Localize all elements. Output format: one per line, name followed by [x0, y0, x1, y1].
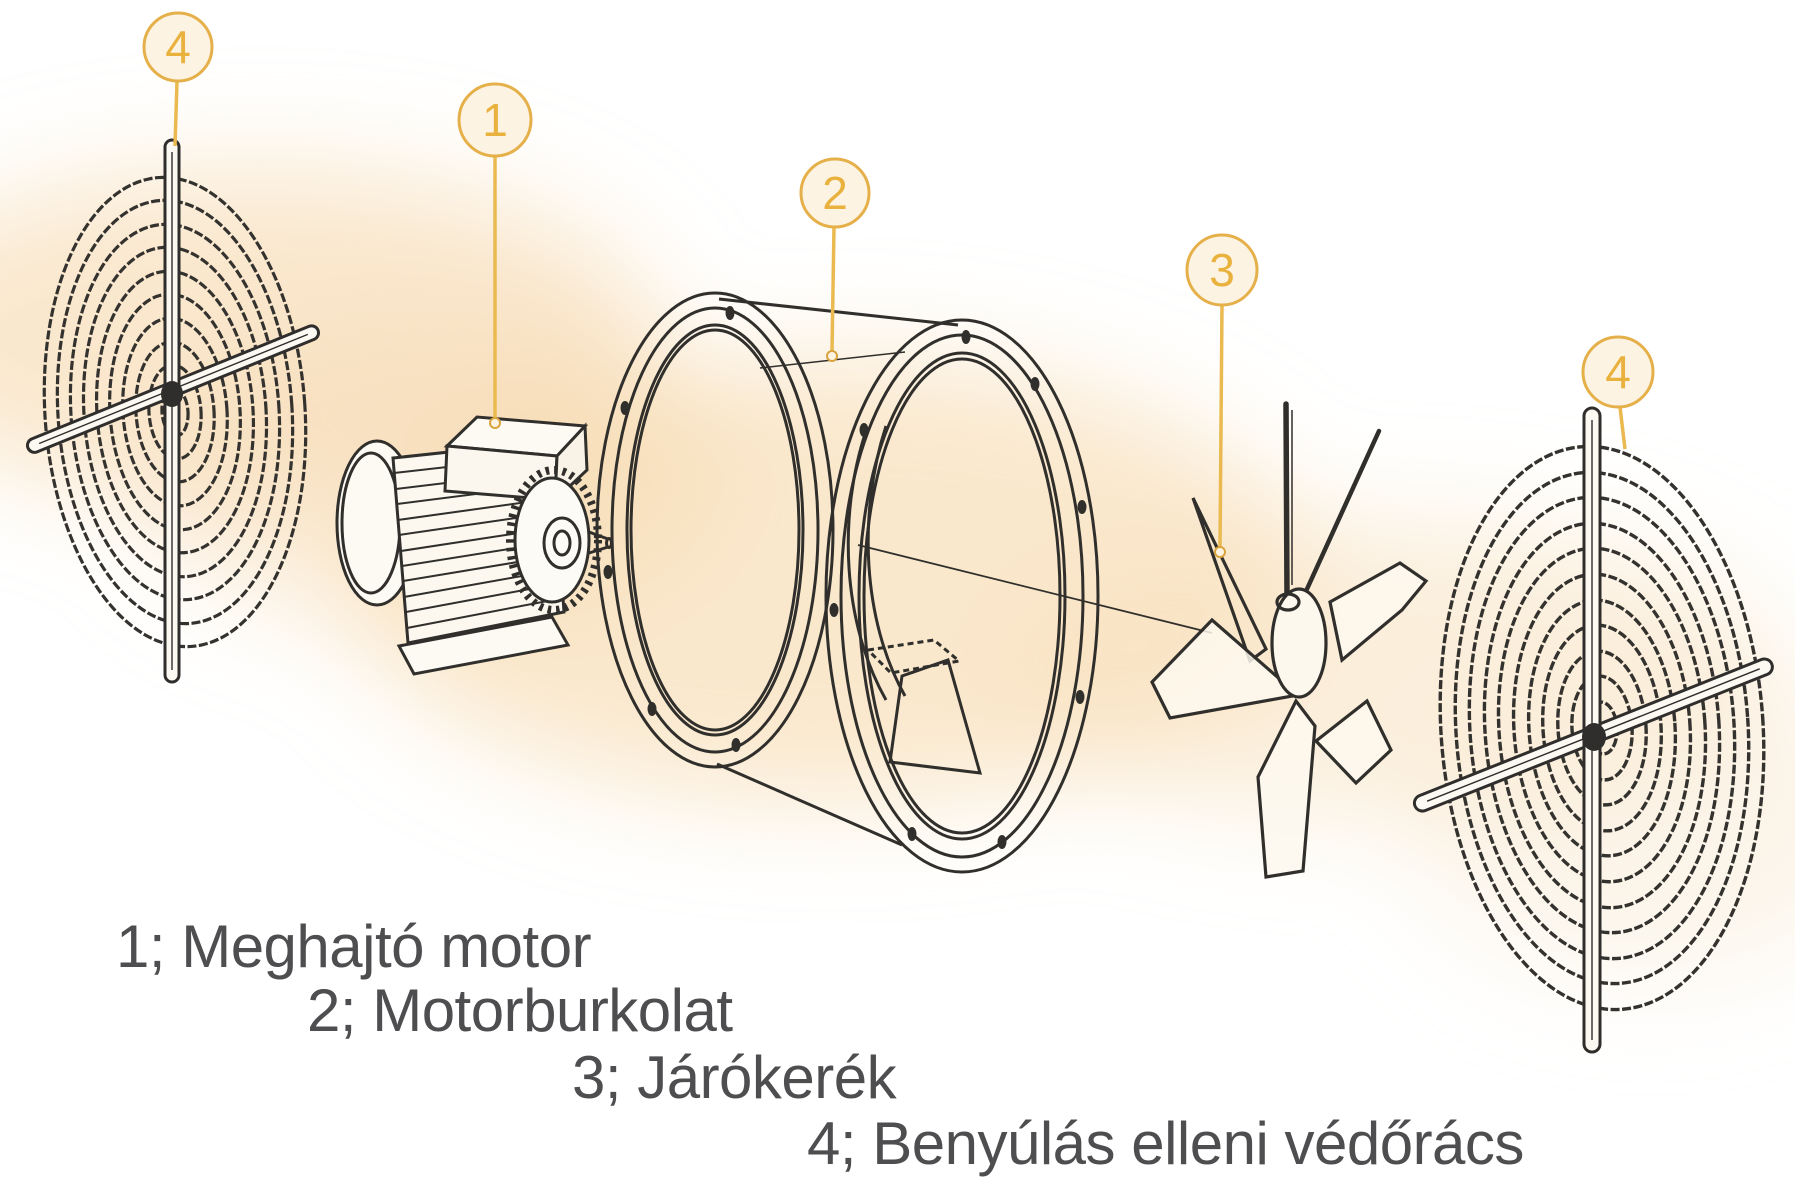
- impeller-blade-upper-right: [1304, 428, 1382, 592]
- badge-number: 2: [822, 167, 848, 219]
- badge-number: 4: [165, 21, 191, 73]
- legend-item-3: 3; Járókerék: [572, 1044, 897, 1111]
- grille-ring: [1526, 598, 1678, 858]
- grille-ring: [55, 198, 295, 626]
- motor-mount-bracket: [846, 425, 983, 775]
- housing-bottom-edge: [716, 762, 903, 847]
- bolt-holes-rear: [603, 306, 741, 752]
- housing: [595, 291, 1213, 874]
- impeller-blade-right: [1328, 561, 1429, 663]
- guard-grille-left: [25, 138, 321, 684]
- impeller: [1150, 401, 1429, 879]
- legend-item-1: 1; Meghajtó motor: [116, 913, 592, 980]
- motor-feet: [396, 615, 571, 676]
- axis-leader-line: [857, 544, 1213, 634]
- callouts: 4 1 2 3 4: [142, 11, 1655, 558]
- impeller-blade-down-right: [1313, 698, 1393, 786]
- impeller-blade-down: [1256, 697, 1317, 879]
- badge-number: 3: [1209, 244, 1235, 296]
- badge-number: 1: [482, 94, 508, 146]
- impeller-hub: [1270, 587, 1328, 699]
- callout-badge-1: 1: [457, 82, 533, 429]
- callout-badge-3: 3: [1185, 233, 1259, 558]
- legend-item-2: 2; Motorburkolat: [307, 977, 733, 1044]
- callout-badge-4-left: 4: [142, 11, 214, 147]
- housing-top-edge: [718, 297, 959, 327]
- housing-rear-flange: [595, 291, 835, 769]
- bolt-holes-front: [829, 330, 1087, 849]
- background-glow: [0, 165, 1795, 980]
- impeller-blade-upper-left: [1191, 497, 1269, 664]
- impeller-hub-top: [1275, 592, 1301, 612]
- housing-front-flange: [824, 318, 1100, 874]
- impeller-blade-left: [1150, 617, 1302, 720]
- callout-badge-2: 2: [799, 157, 871, 362]
- legend-item-4: 4; Benyúlás elleni védőrács: [807, 1110, 1524, 1177]
- grille-ring: [68, 222, 282, 602]
- grille-hub: [161, 381, 183, 407]
- grille-cross-bars: [1412, 406, 1774, 1054]
- grille-ring: [1453, 470, 1751, 986]
- callout-badge-4-right: 4: [1581, 335, 1655, 450]
- grille-hub: [1582, 723, 1606, 751]
- motor: [335, 415, 613, 676]
- grille-ring: [42, 175, 308, 649]
- guard-grille-right: [1412, 406, 1774, 1054]
- grille-ring: [1438, 444, 1766, 1012]
- badge-number: 4: [1605, 346, 1631, 398]
- impeller-blade-vertical: [1283, 401, 1290, 599]
- grille-cross-bars: [25, 138, 321, 684]
